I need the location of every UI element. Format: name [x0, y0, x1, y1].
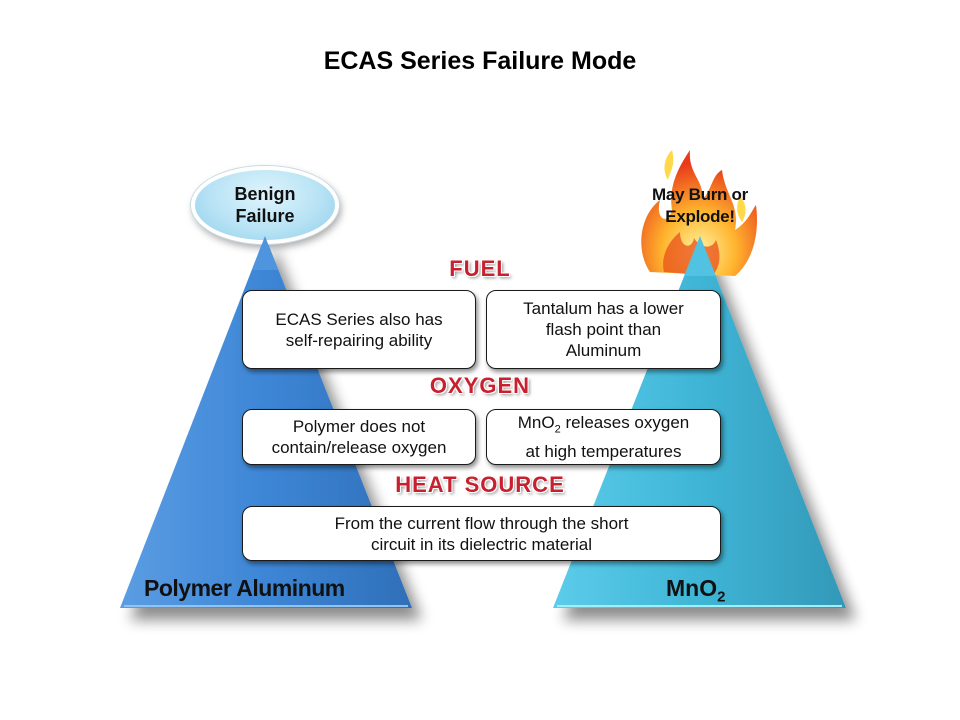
fuel-left-text: ECAS Series also has self-repairing abil… [275, 309, 443, 350]
oxygen-right-text: MnO2 releases oxygen at high temperature… [518, 412, 690, 461]
section-heading-oxygen: OXYGEN [429, 373, 531, 398]
benign-failure-text: Benign Failure [234, 184, 296, 226]
oxygen-right-text-post: releases oxygen at high temperatures [525, 413, 690, 461]
right-pyramid-label-main: MnO [666, 575, 718, 601]
may-burn-text: May Burn or Explode! [652, 185, 748, 226]
oxygen-right-text-pre: MnO [517, 413, 555, 433]
heat-source-text: From the current flow through the short … [334, 513, 629, 554]
left-pyramid-label: Polymer Aluminum [144, 575, 345, 601]
oxygen-left-text: Polymer does not contain/release oxygen [271, 417, 447, 457]
fuel-right-text: Tantalum has a lower flash point than Al… [523, 299, 684, 360]
oxygen-right-text-sub: 2 [554, 423, 561, 436]
section-heading-heat-source: HEAT SOURCE [395, 472, 565, 497]
section-heading-fuel: FUEL [449, 256, 511, 281]
fuel-left-box: ECAS Series also has self-repairing abil… [242, 290, 476, 369]
right-pyramid-label: MnO2 [666, 575, 725, 606]
heat-source-box: From the current flow through the short … [242, 506, 721, 561]
oxygen-left-box: Polymer does not contain/release oxygen [242, 409, 476, 465]
right-pyramid-apex [684, 236, 716, 276]
fuel-right-box: Tantalum has a lower flash point than Al… [486, 290, 721, 369]
benign-failure-badge: Benign Failure [191, 166, 339, 244]
oxygen-right-box: MnO2 releases oxygen at high temperature… [486, 409, 721, 465]
right-pyramid-label-sub: 2 [717, 588, 726, 606]
page-title: ECAS Series Failure Mode [323, 47, 637, 75]
